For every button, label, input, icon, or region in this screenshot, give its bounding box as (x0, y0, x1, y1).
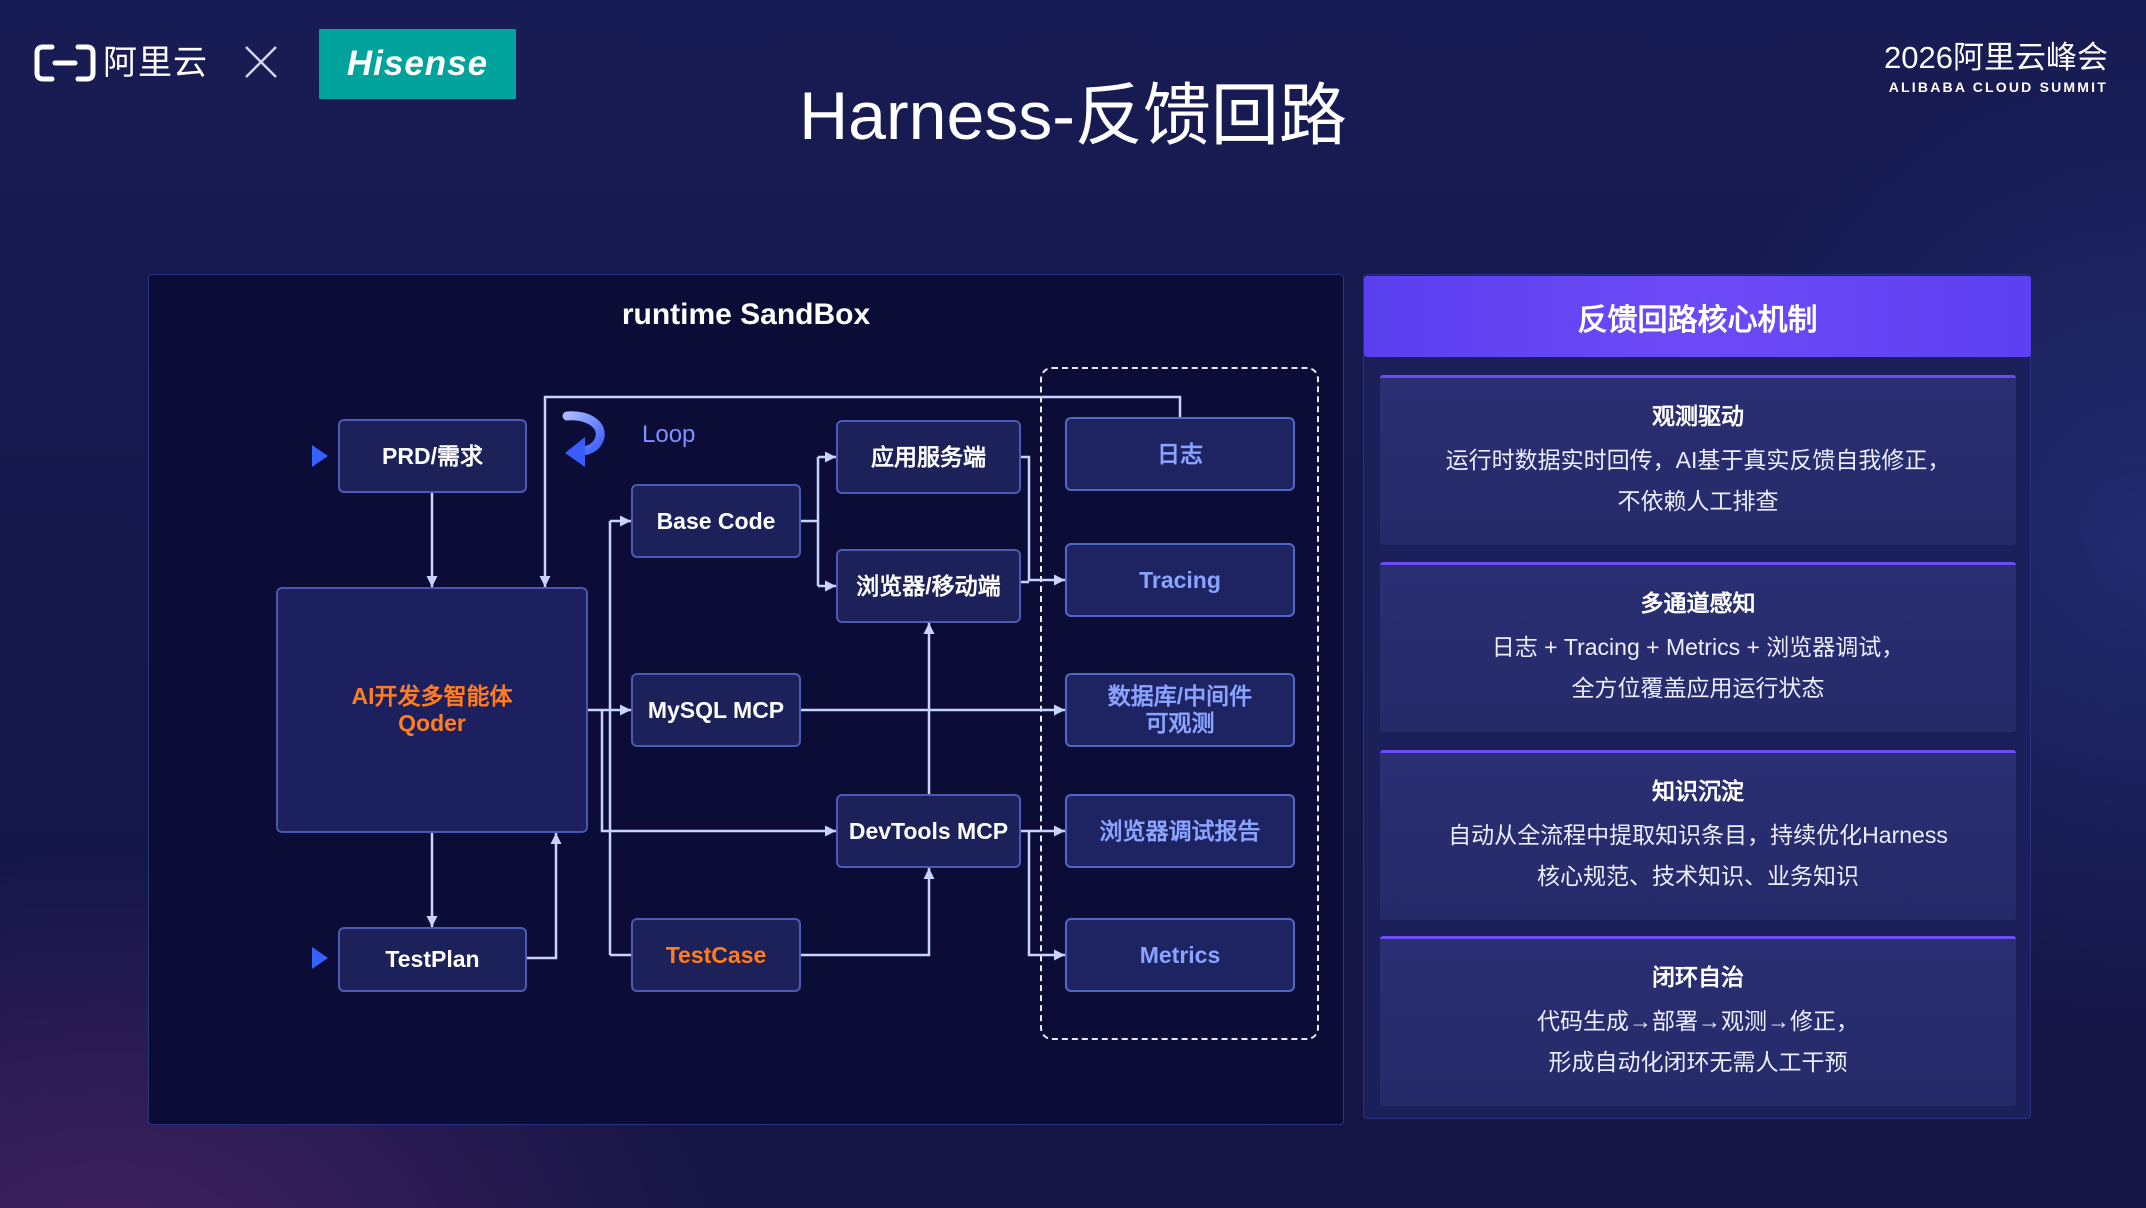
logs-node: 日志 (1065, 417, 1295, 491)
prd-requirement-node: PRD/需求 (338, 419, 527, 493)
card-text-line: 日志 + Tracing + Metrics + 浏览器调试， (1491, 634, 1905, 660)
page-title: Harness-反馈回路 (799, 78, 1347, 154)
mechanism-card-observation-driven: 观测驱动 运行时数据实时回传，AI基于真实反馈自我修正， 不依赖人工排查 (1380, 375, 2016, 545)
testcase-node: TestCase (631, 918, 801, 992)
qoder-label: Qoder (398, 710, 466, 736)
metrics-label: Metrics (1139, 941, 1221, 968)
core-mechanism-header: 反馈回路核心机制 (1364, 276, 2031, 357)
card-text-line: 全方位覆盖应用运行状态 (1571, 675, 1825, 701)
base-code-node: Base Code (631, 484, 801, 558)
observability-group-outline (1040, 367, 1319, 1040)
alibaba-cloud-logo-text: 阿里云 (103, 44, 208, 82)
card-text-line: 不依赖人工排查 (1617, 488, 1779, 514)
testplan-label: TestPlan (385, 946, 480, 972)
hisense-logo: Hisense (319, 29, 516, 99)
card-text-line: 核心规范、技术知识、业务知识 (1537, 863, 1859, 889)
browser-debug-report-node: 浏览器调试报告 (1065, 794, 1295, 868)
prd-requirement-label: PRD/需求 (382, 442, 483, 469)
metrics-node: Metrics (1065, 918, 1295, 992)
card-title: 多通道感知 (1640, 590, 1756, 616)
tracing-node: Tracing (1065, 543, 1295, 617)
loop-label: Loop (642, 421, 696, 448)
app-server-node: 应用服务端 (836, 420, 1021, 494)
observable-label: 可观测 (1145, 710, 1215, 736)
tracing-label: Tracing (1139, 566, 1221, 593)
devtools-mcp-label: DevTools MCP (848, 817, 1009, 844)
testcase-label: TestCase (665, 941, 767, 968)
hisense-logo-text: Hisense (346, 44, 489, 83)
testplan-node: TestPlan (338, 927, 527, 992)
mechanism-card-closed-loop-autonomy: 闭环自治 代码生成→部署→观测→修正， 形成自动化闭环无需人工干预 (1380, 936, 2016, 1106)
summit-subtitle: ALIBABA CLOUD SUMMIT (1888, 79, 2108, 95)
mechanism-card-multichannel-perception: 多通道感知 日志 + Tracing + Metrics + 浏览器调试， 全方… (1380, 562, 2016, 732)
core-mechanism-header-text: 反馈回路核心机制 (1577, 303, 1818, 337)
mysql-mcp-label: MySQL MCP (647, 696, 785, 723)
summit-title: 2026阿里云峰会 (1884, 40, 2108, 75)
browser-debug-report-label: 浏览器调试报告 (1099, 817, 1261, 844)
card-text-line: 运行时数据实时回传，AI基于真实反馈自我修正， (1445, 447, 1951, 473)
base-code-label: Base Code (656, 507, 776, 534)
card-text-line: 自动从全流程中提取知识条目，持续优化Harness (1448, 822, 1948, 848)
alibaba-cloud-bracket-icon (34, 44, 96, 82)
browser-mobile-node: 浏览器/移动端 (836, 549, 1021, 623)
mysql-mcp-node: MySQL MCP (631, 673, 801, 747)
card-title: 知识沉淀 (1652, 778, 1744, 804)
browser-mobile-label: 浏览器/移动端 (856, 572, 1001, 599)
db-middleware-observable-node: 数据库/中间件 可观测 (1065, 673, 1295, 747)
curved-loop-arrow-icon (562, 411, 605, 467)
sandbox-title: runtime SandBox (621, 298, 871, 331)
logs-label: 日志 (1157, 440, 1203, 467)
card-title: 观测驱动 (1652, 403, 1744, 429)
mechanism-card-knowledge-accumulation: 知识沉淀 自动从全流程中提取知识条目，持续优化Harness 核心规范、技术知识… (1380, 750, 2016, 920)
devtools-mcp-node: DevTools MCP (836, 794, 1021, 868)
card-text-line: 形成自动化闭环无需人工干预 (1548, 1049, 1848, 1075)
card-text-line: 代码生成→部署→观测→修正， (1537, 1008, 1859, 1034)
ai-agent-qoder-node: AI开发多智能体 Qoder (276, 587, 588, 833)
app-server-label: 应用服务端 (871, 443, 986, 470)
ai-agent-label: AI开发多智能体 (351, 683, 513, 709)
cross-icon (245, 46, 277, 78)
card-title: 闭环自治 (1652, 964, 1744, 990)
db-middleware-label: 数据库/中间件 (1107, 683, 1253, 709)
